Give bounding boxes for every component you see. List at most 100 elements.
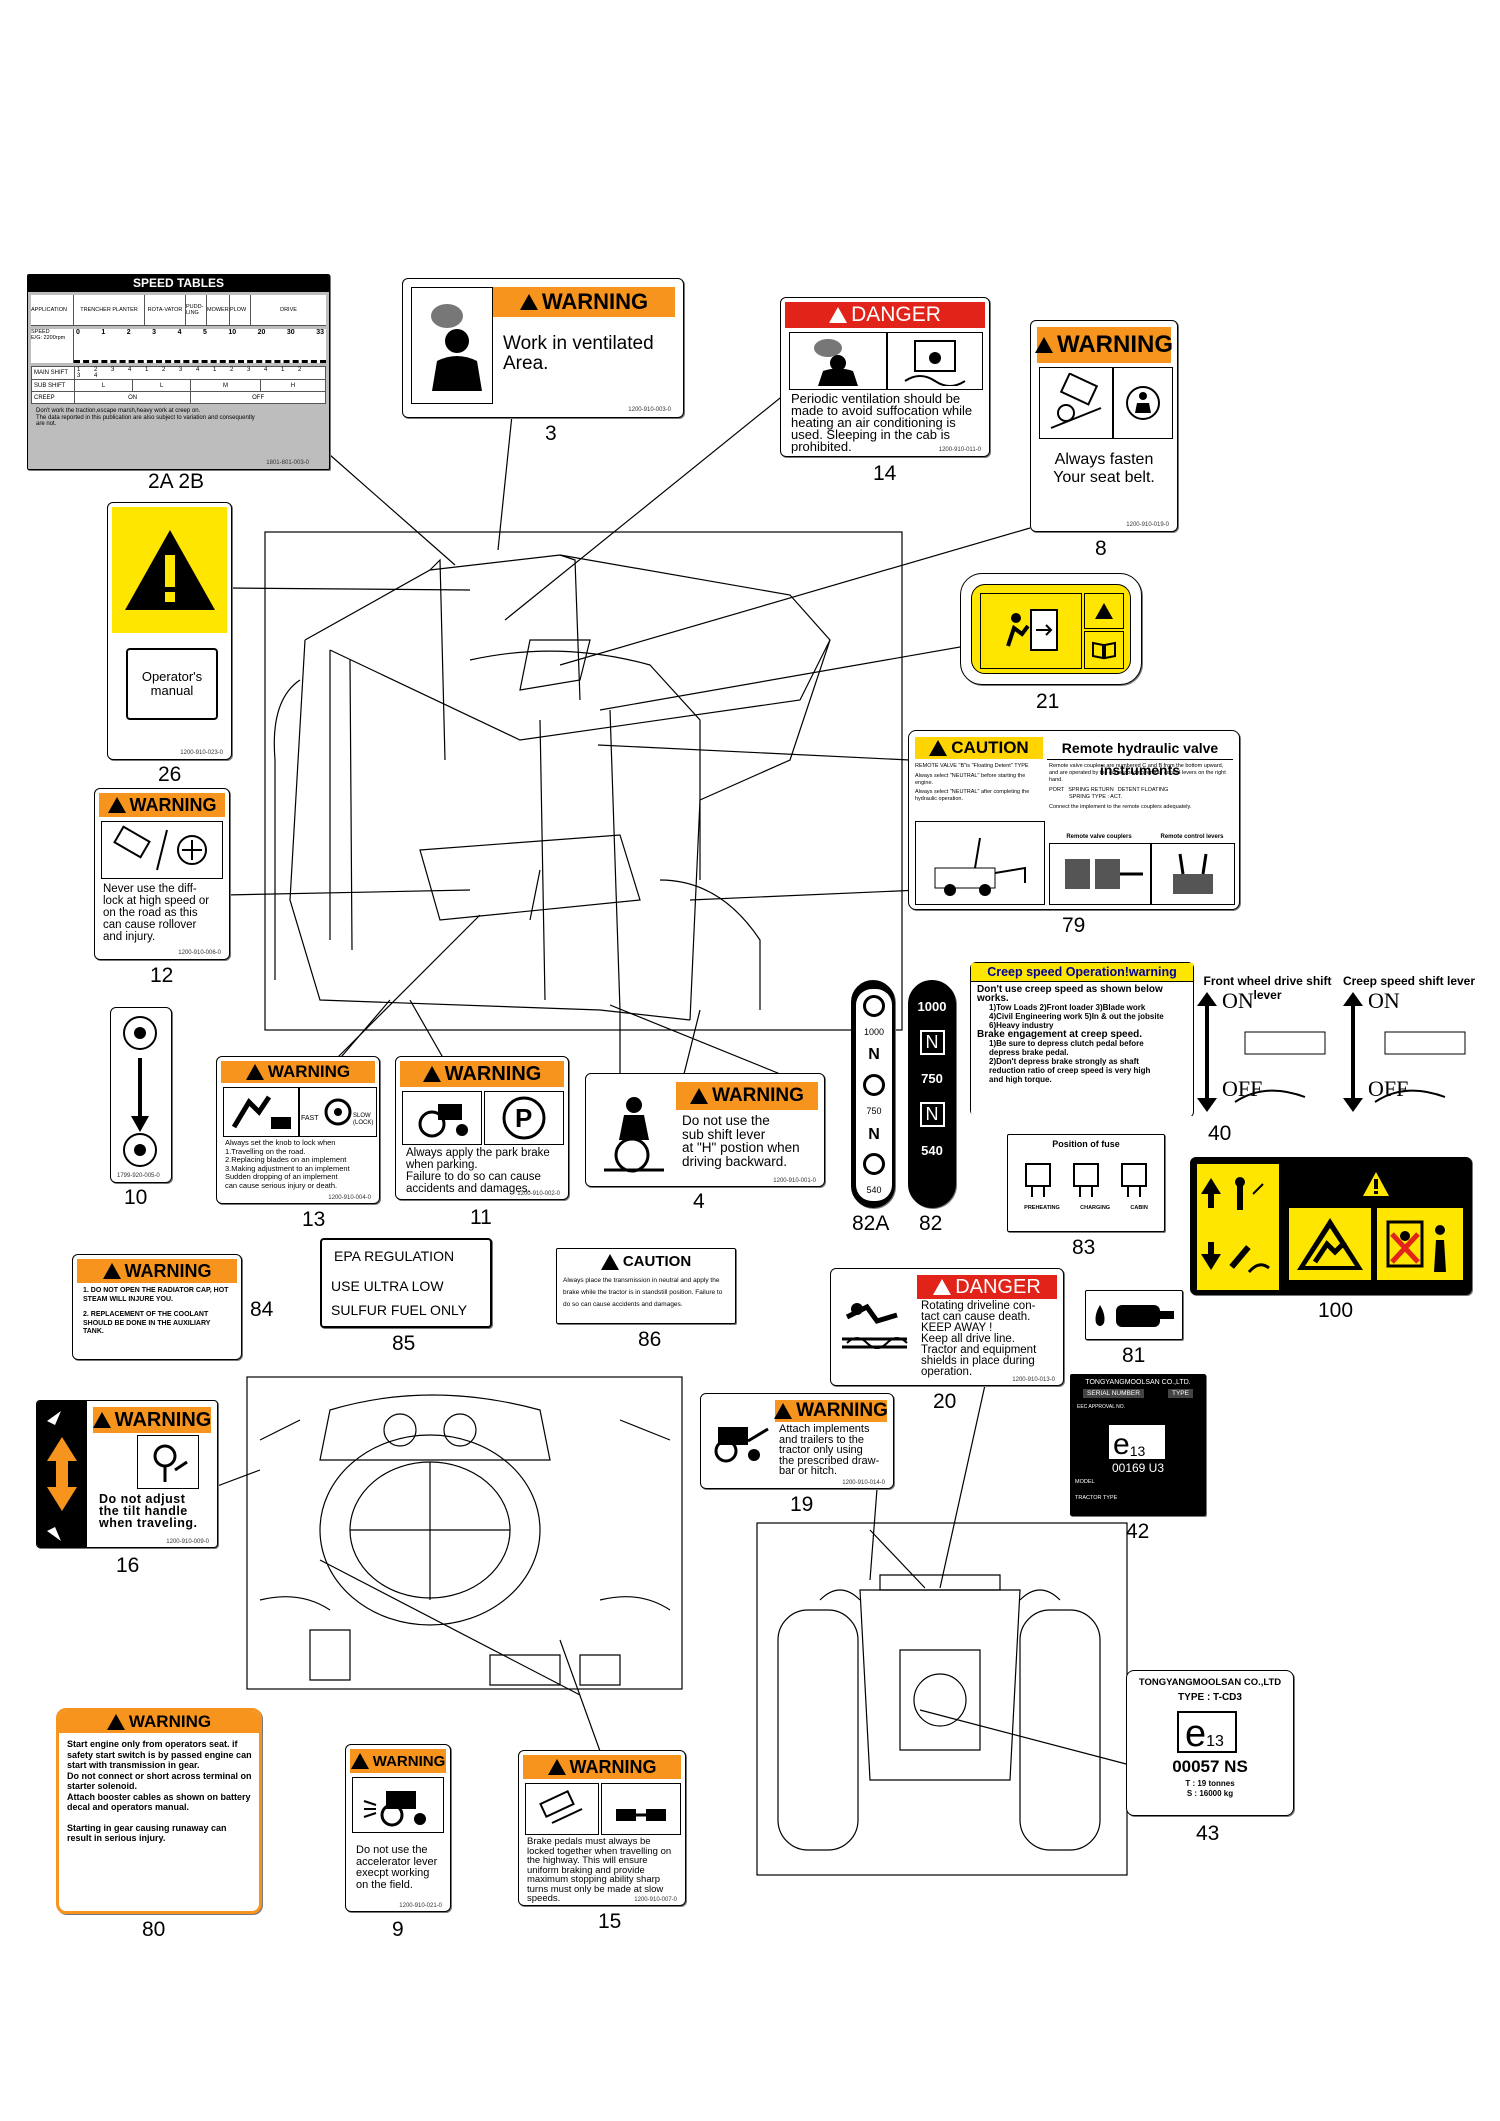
ref-3: 3 xyxy=(545,422,557,445)
ref-85: 85 xyxy=(392,1332,416,1355)
warning-header: WARNING xyxy=(128,1712,212,1731)
col-rotavator: ROTA-VATOR xyxy=(145,295,186,325)
warning-triangle-icon xyxy=(519,294,538,310)
danger-header: DANGER xyxy=(851,303,941,326)
brake-text: Brake pedals must always be locked toget… xyxy=(527,1836,672,1904)
subshift-text: Do not use the sub shift lever at "H" po… xyxy=(682,1113,800,1169)
danger-triangle-icon xyxy=(933,1279,952,1295)
row-sub: SUB SHIFT xyxy=(31,379,75,392)
emergency-exit-icon xyxy=(980,593,1082,669)
decal-82-pto: 1000 N 750 N 540 xyxy=(908,980,956,1208)
difflock-icon xyxy=(101,821,223,879)
seatbelt-icon xyxy=(1113,367,1173,439)
ref-16: 16 xyxy=(116,1554,140,1577)
couplers-icon xyxy=(1049,843,1151,905)
port-label: PORT xyxy=(1049,787,1065,793)
decal-81-fuel xyxy=(1085,1290,1183,1340)
danger-header: DANGER xyxy=(955,1275,1041,1298)
cab-drawing xyxy=(264,531,903,1031)
ref-10: 10 xyxy=(124,1186,148,1209)
warning-triangle-icon xyxy=(690,1088,709,1104)
caution-header: CAUTION xyxy=(951,738,1029,757)
ref-4: 4 xyxy=(693,1190,705,1213)
spring-type-label: SPRING TYPE : ACT. xyxy=(1069,794,1123,800)
warning-triangle-icon xyxy=(106,1714,125,1730)
warning-header: WARNING xyxy=(796,1400,888,1421)
decal-code: 1200-910-009-0 xyxy=(166,1539,209,1545)
ref-79: 79 xyxy=(1062,914,1086,937)
keep-clear-icon xyxy=(1377,1208,1463,1280)
starting-bullet-1: Start engine only from operators seat. i… xyxy=(67,1739,252,1770)
creep-item-2: Brake engagement at creep speed. xyxy=(977,1029,1143,1040)
decal-82a-pto: 1000 N 750 N 540 xyxy=(851,980,895,1208)
fast-label: FAST xyxy=(301,1115,319,1122)
crush-icon xyxy=(1289,1208,1371,1280)
decal-code: 1200-910-011-0 xyxy=(938,447,981,453)
decal-code: 1303-910-022-0 xyxy=(1420,1286,1463,1292)
speed-code: 1801-801-003-0 xyxy=(266,460,309,466)
decal-40-creep: Creep speed Operation!warning Don't use … xyxy=(970,962,1476,1116)
manual-book-icon: Operator's manual xyxy=(126,648,218,720)
epa-line-1: EPA REGULATION xyxy=(334,1248,455,1264)
driveline-text: Rotating driveline con- tact can cause d… xyxy=(921,1300,1037,1378)
detent-label: DETENT FLOATING xyxy=(1117,787,1169,793)
lever-direction-icon xyxy=(123,1016,157,1167)
decal-code: 1200-910-021-0 xyxy=(399,1903,442,1909)
decal-code: 1799-920-005-0 xyxy=(117,1173,160,1179)
caution-header: CAUTION xyxy=(622,1253,692,1270)
tilt-arrow-panel xyxy=(37,1401,87,1547)
fuse-title: Position of fuse xyxy=(1052,1139,1120,1149)
on-label-1: ON xyxy=(1222,988,1254,1013)
serial-type-label: TYPE xyxy=(1167,1389,1193,1398)
ref-81: 81 xyxy=(1122,1344,1146,1367)
hydraulic-left-2: Always select "NEUTRAL" before starting … xyxy=(915,773,1026,786)
fuel-tank-icon xyxy=(1095,1305,1174,1327)
warning-triangle-icon xyxy=(774,1403,793,1419)
drawbar-text: Attach implements and trailers to the tr… xyxy=(779,1423,880,1477)
decal-4-subshift: WARNING Do not use the sub shift lever a… xyxy=(585,1073,825,1187)
on-label-2: ON xyxy=(1368,988,1400,1013)
exclamation-icon xyxy=(124,530,215,610)
warning-header: WARNING xyxy=(372,1752,446,1770)
warning-small-icon xyxy=(1084,593,1124,629)
decal-code: 1200-910-014-0 xyxy=(842,1480,885,1486)
ref-9: 9 xyxy=(392,1918,404,1941)
off-label-2: OFF xyxy=(1368,1076,1409,1101)
levers-icon xyxy=(1151,843,1235,905)
fumes-person-icon xyxy=(411,287,493,404)
decal-13-knob: WARNING FAST SLOW (LOCK) Always set the … xyxy=(216,1056,380,1204)
parkbrake-text: Always apply the park brake when parking… xyxy=(406,1147,550,1195)
warning-header: WARNING xyxy=(541,289,649,314)
difflock-text: Never use the diff- lock at high speed o… xyxy=(103,883,210,943)
ref-40: 40 xyxy=(1208,1122,1232,1145)
ref-42: 42 xyxy=(1126,1520,1150,1543)
off-label-1: OFF xyxy=(1222,1076,1263,1101)
warning-triangle-icon xyxy=(422,1066,441,1082)
decal-86-caution: CAUTION Always place the transmission in… xyxy=(556,1248,736,1324)
warning-triangle-icon xyxy=(107,797,126,813)
epa-line-2: USE ULTRA LOW xyxy=(331,1278,444,1294)
ref-43: 43 xyxy=(1196,1822,1220,1845)
accelerator-tractor-icon xyxy=(352,1777,444,1833)
warning-header: WARNING xyxy=(569,1756,657,1777)
knob-speed-icon xyxy=(299,1087,377,1137)
shift-levers-icon xyxy=(1197,992,1466,1112)
e-number: 13 xyxy=(1129,1443,1146,1459)
radiator-text-2: 2. REPLACEMENT OF THE COOLANT SHOULD BE … xyxy=(83,1311,211,1335)
decal-code: 1200-910-019-0 xyxy=(1126,522,1169,528)
brake-lock-icon xyxy=(525,1783,599,1835)
decal-10-lever: 1799-920-005-0 xyxy=(110,1007,172,1183)
creep-list-1: 1)Tow Loads 2)Front loader 3)Blade work … xyxy=(989,1003,1164,1030)
towing-tractor-icon xyxy=(707,1400,775,1482)
ref-82: 82 xyxy=(919,1212,943,1235)
warning-triangle-icon xyxy=(102,1263,121,1279)
tilt-steering-icon xyxy=(137,1435,199,1489)
pto-1000: 1000 xyxy=(863,1026,885,1037)
hitch-warning-panel xyxy=(1285,1164,1467,1290)
decal-19-drawbar: WARNING Attach implements and trailers t… xyxy=(700,1393,894,1489)
fuses-icon xyxy=(1025,1163,1147,1197)
